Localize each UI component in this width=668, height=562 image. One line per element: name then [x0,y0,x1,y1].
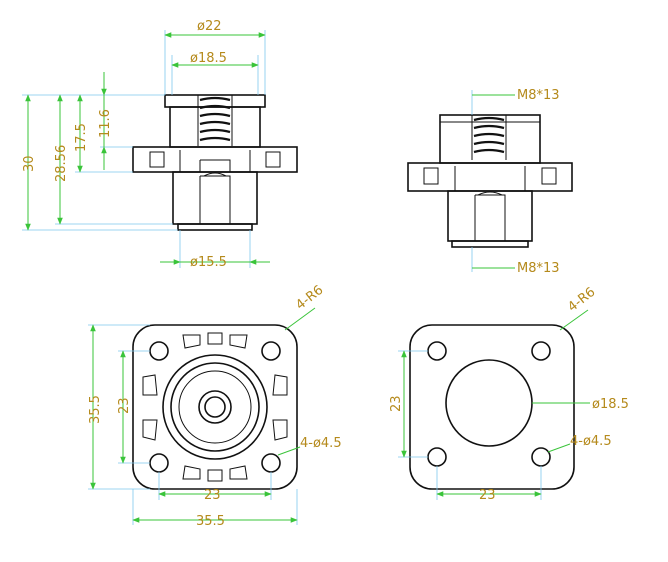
dim-height-28: 28.56 [54,145,69,182]
dim-panel-height-inner: 23 [389,395,404,412]
front-dim-horizontal: ø22 ø18.5 ø15.5 [160,19,270,270]
panel-dims: 4-R6 ø18.5 4-ø4.5 23 23 [389,285,629,503]
side-view [407,114,573,248]
dim-front-top-inner: ø18.5 [190,51,227,66]
dim-height-17: 17.5 [74,123,89,152]
dim-front-bottom: ø15.5 [190,255,227,270]
bottom-view [132,324,298,490]
dim-bottom-height-outer: 35.5 [88,395,103,424]
side-dims: M8*13 M8*13 [471,88,560,276]
dim-bottom-hole: 4-ø4.5 [300,436,342,451]
front-view [132,94,298,231]
side-view-thread [471,115,507,160]
dim-panel-center-hole: ø18.5 [592,397,629,412]
dim-bottom-height-inner: 23 [117,397,132,414]
dim-bottom-width-inner: 23 [204,488,221,503]
front-dim-vertical: 30 28.56 17.5 11.6 [22,72,178,231]
dim-panel-radius: 4-R6 [565,285,598,315]
dim-side-thread-bottom: M8*13 [517,261,560,276]
dim-height-11: 11.6 [98,109,113,138]
dim-bottom-width-outer: 35.5 [196,514,225,529]
dim-panel-width-inner: 23 [479,488,496,503]
dim-height-total: 30 [22,155,37,172]
dim-bottom-radius: 4-R6 [293,283,326,313]
dim-panel-hole: 4-ø4.5 [570,434,612,449]
panel-view [409,324,575,490]
dim-side-thread-top: M8*13 [517,88,560,103]
dim-front-top-outer: ø22 [197,19,222,34]
front-view-thread [197,95,233,146]
bottom-dims: 4-R6 4-ø4.5 23 35.5 35.5 23 [88,283,342,529]
